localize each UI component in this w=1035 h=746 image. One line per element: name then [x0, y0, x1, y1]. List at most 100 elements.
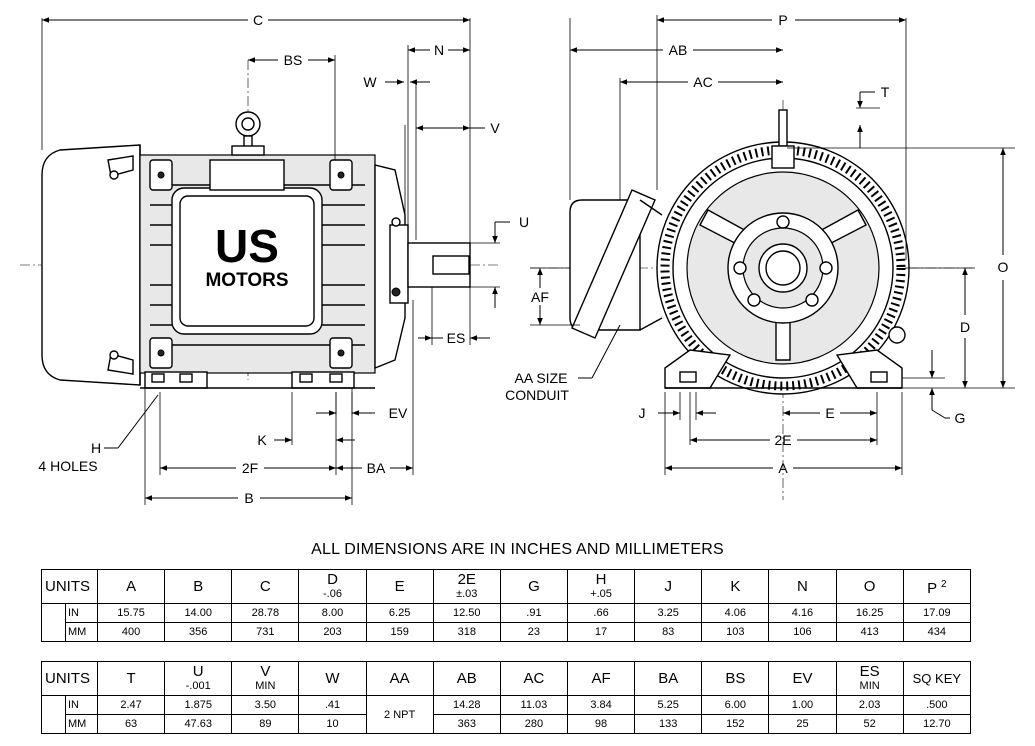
col-header: N — [768, 569, 837, 604]
motor-dimension-drawing: US MOTORS — [20, 12, 1015, 506]
table-cell: 8.00 — [298, 603, 367, 623]
table-cell: 159 — [365, 622, 434, 642]
table-cell: 356 — [164, 622, 233, 642]
unit-label: MM — [65, 622, 98, 642]
col-header: AC — [499, 661, 568, 696]
table-header-row: UNITS A B C D-.06 E 2E±.03 G H+.05 J K N… — [41, 569, 972, 604]
label-a: A — [778, 460, 788, 476]
table-cell: 47.63 — [164, 714, 233, 734]
col-header: BA — [634, 661, 703, 696]
col-header: D-.06 — [298, 569, 367, 604]
unit-label: IN — [65, 695, 98, 715]
col-header: B — [164, 569, 233, 604]
label-ba: BA — [367, 460, 386, 476]
label-n: N — [434, 42, 444, 58]
label-k: K — [257, 432, 267, 448]
col-header: O — [835, 569, 904, 604]
col-header: G — [499, 569, 568, 604]
col-header: K — [701, 569, 770, 604]
units-header: UNITS — [41, 569, 98, 604]
front-feet — [664, 326, 906, 389]
col-header: AF — [566, 661, 636, 696]
frame-ribs — [149, 159, 353, 369]
table-cell: 10 — [298, 714, 367, 734]
table-cell: 152 — [701, 714, 770, 734]
table-cell: 2.03 — [835, 695, 904, 715]
col-header: EV — [768, 661, 837, 696]
table-cell: 203 — [298, 622, 367, 642]
logo-motors-text: MOTORS — [205, 270, 288, 291]
table-cell: 98 — [566, 714, 636, 734]
table-cell: 731 — [231, 622, 300, 642]
table-cell: 15.75 — [96, 603, 166, 623]
label-2f: 2F — [242, 460, 258, 476]
table-cell: 89 — [231, 714, 300, 734]
col-header: 2E±.03 — [432, 569, 501, 604]
label-2e: 2E — [774, 432, 791, 448]
col-header: BS — [701, 661, 770, 696]
table-cell: 25 — [768, 714, 837, 734]
table-cell: 17 — [566, 622, 636, 642]
col-header: C — [231, 569, 300, 604]
table-cell: 2.47 — [96, 695, 166, 715]
table-cell: 106 — [768, 622, 837, 642]
table-cell: 83 — [634, 622, 703, 642]
table-row: MM 63 47.63 89 10 363 280 98 133 152 25 … — [41, 714, 972, 734]
table-cell: 6.00 — [701, 695, 770, 715]
table-cell: .66 — [566, 603, 636, 623]
col-header: J — [634, 569, 703, 604]
units-header: UNITS — [41, 661, 98, 696]
table-cell: 12.50 — [432, 603, 501, 623]
table-cell: 14.28 — [432, 695, 501, 715]
table-cell: 16.25 — [835, 603, 904, 623]
col-header: T — [96, 661, 166, 696]
table-cell: .91 — [499, 603, 568, 623]
table-cell: 413 — [835, 622, 904, 642]
unit-label: IN — [65, 603, 98, 623]
label-ac: AC — [693, 74, 712, 90]
table-row: IN 15.75 14.00 28.78 8.00 6.25 12.50 .91… — [41, 603, 972, 623]
table-cell: 363 — [432, 714, 501, 734]
label-ab: AB — [669, 42, 688, 58]
fan-cover-ears — [107, 155, 134, 375]
label-bs: BS — [284, 52, 303, 68]
label-t: T — [881, 84, 890, 100]
label-b: B — [244, 490, 253, 506]
label-u: U — [519, 214, 529, 230]
conduit-box-front — [569, 189, 663, 339]
table-cell: 1.875 — [164, 695, 233, 715]
col-header: H+.05 — [566, 569, 636, 604]
label-w: W — [363, 74, 377, 90]
table-cell: .500 — [902, 695, 972, 715]
table-cell: 17.09 — [902, 603, 972, 623]
front-view: P AB AC T O D AF AA SIZE CONDUIT — [505, 12, 1015, 500]
label-o: O — [998, 259, 1009, 275]
table-cell: 103 — [701, 622, 770, 642]
table-cell: 52 — [835, 714, 904, 734]
fan-cover — [41, 144, 141, 386]
unit-label: MM — [65, 714, 98, 734]
table-cell-aa: 2 NPT — [365, 695, 434, 734]
dimensions-table-title: ALL DIMENSIONS ARE IN INCHES AND MILLIME… — [311, 541, 724, 558]
label-conduit: CONDUIT — [505, 387, 569, 403]
table-cell: 14.00 — [164, 603, 233, 623]
mounting-feet — [140, 371, 375, 389]
logo-us-text: US — [215, 220, 279, 272]
side-view: US MOTORS — [20, 12, 529, 506]
table-cell: 23 — [499, 622, 568, 642]
table-cell: 3.25 — [634, 603, 703, 623]
table-cell: .41 — [298, 695, 367, 715]
col-header: SQ KEY — [902, 661, 972, 696]
label-ev: EV — [389, 405, 408, 421]
label-e: E — [825, 405, 834, 421]
table-cell: 3.84 — [566, 695, 636, 715]
label-d: D — [960, 319, 970, 335]
col-header: U-.001 — [164, 661, 233, 696]
label-g: G — [955, 410, 966, 426]
table-cell: 63 — [96, 714, 166, 734]
table-cell: 434 — [902, 622, 972, 642]
dimensions-table-1: UNITS A B C D-.06 E 2E±.03 G H+.05 J K N… — [41, 569, 972, 642]
table-row: IN 2.47 1.875 3.50 .41 2 NPT 14.28 11.03… — [41, 695, 972, 734]
